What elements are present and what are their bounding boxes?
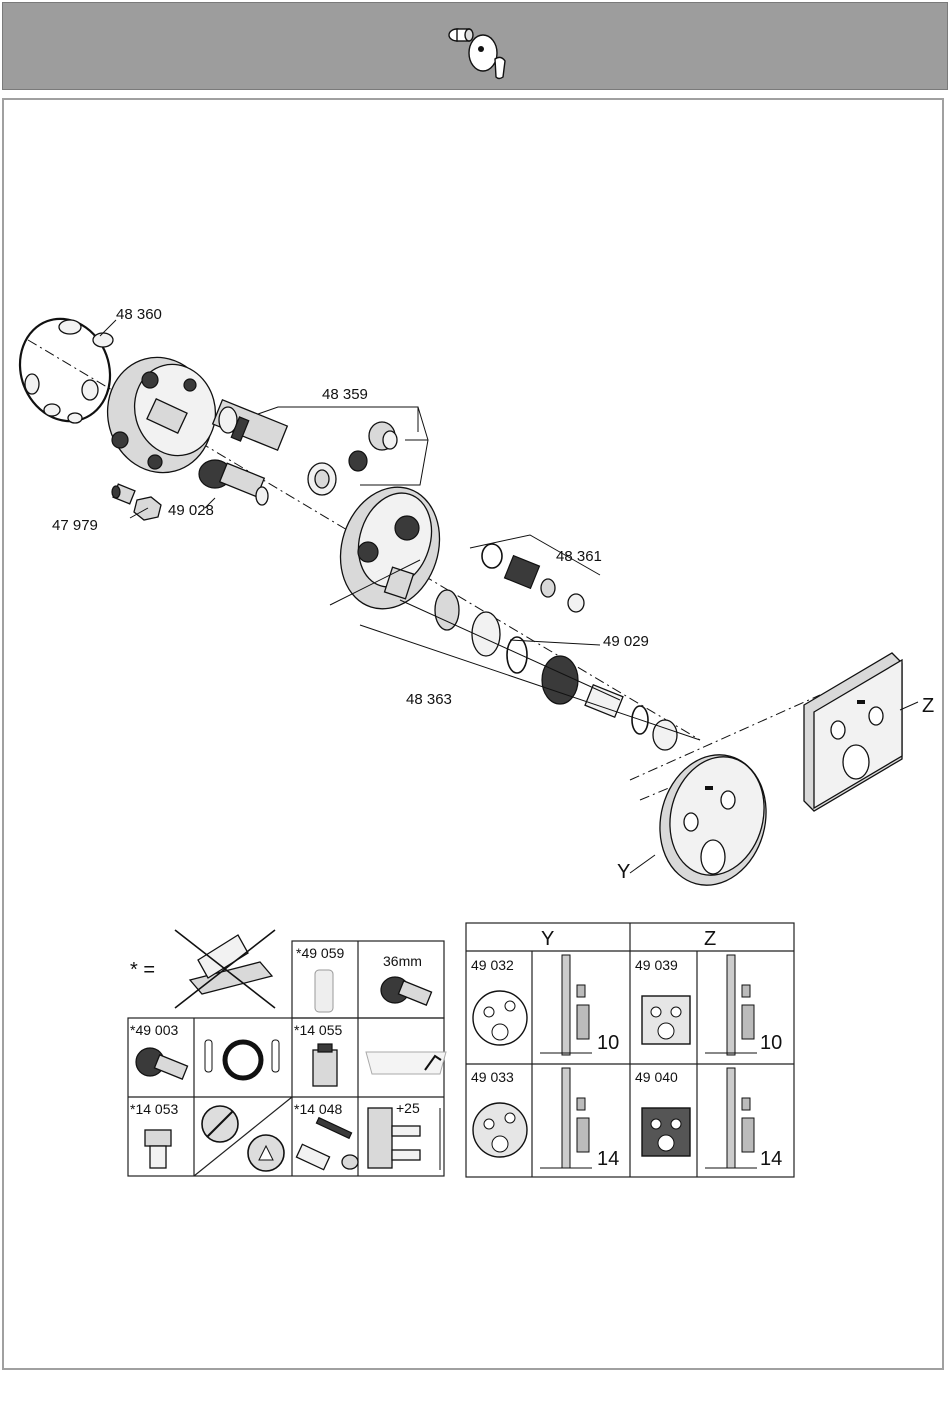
accessory-36mm: 36mm [383,953,422,969]
accessory-49003: *49 003 [130,1022,178,1038]
cartridge-49003-icon [136,1048,188,1079]
bathtub-icon [366,1052,446,1074]
square-trim-49039-icon [642,996,690,1044]
no-grohe-product-icon [175,930,275,1008]
depth-10-z: 10 [760,1032,782,1054]
accessory-14053: *14 053 [130,1101,178,1117]
label-49028: 49 028 [168,502,214,519]
valve-14055-icon [313,1044,337,1086]
label-48359: 48 359 [322,386,368,403]
label-48363: 48 363 [406,691,452,708]
accessory-table: * = *49 059 36mm *49 003 *14 055 *14 053… [128,930,446,1176]
depth-14-y: 14 [597,1148,619,1170]
wall-section-y-10 [540,955,592,1055]
sleeve-parts [435,590,677,750]
label-variant-z: Z [922,695,934,717]
seat-tool-icons [202,1106,284,1171]
accessory-14055: *14 055 [294,1022,342,1038]
trim-plate-round [646,743,781,897]
installation-depth-icon [368,1108,440,1170]
label-48360: 48 360 [116,306,162,323]
mounting-plate [325,474,455,622]
cartridge-36mm-icon [381,977,432,1005]
label-variant-y: Y [617,861,630,883]
accessory-14048: *14 048 [294,1101,342,1117]
wall-section-z-14 [705,1068,757,1168]
protective-cap-ring [6,306,124,434]
temperature-cycle-icon [205,1040,279,1078]
accessory-star-equals: * = [130,959,155,981]
flow-cartridge [199,460,268,505]
trim-column-z: Z [704,928,716,950]
square-trim-49040-icon [642,1108,690,1156]
trim-49032: 49 032 [471,957,514,973]
extension-set-icon [296,1118,358,1170]
label-49029: 49 029 [603,633,649,650]
round-trim-49032-icon [473,991,527,1045]
trim-49033: 49 033 [471,1069,514,1085]
depth-10-y: 10 [597,1032,619,1054]
valve-14053-icon [145,1130,171,1168]
label-47979: 47 979 [52,517,98,534]
label-48361: 48 361 [556,548,602,565]
accessory-49059: *49 059 [296,945,344,961]
trim-table: Y Z 49 032 49 039 49 033 49 040 10 10 14… [466,923,794,1177]
wall-section-y-14 [540,1068,592,1168]
depth-14-z: 14 [760,1148,782,1170]
accessory-plus25: +25 [396,1100,420,1116]
extension-sleeve-icon [315,970,333,1012]
adapter-parts [308,422,397,495]
trim-column-y: Y [541,928,554,950]
round-trim-49033-icon [473,1103,527,1157]
trim-49040: 49 040 [635,1069,678,1085]
wall-section-z-10 [705,955,757,1055]
trim-plate-square [804,653,902,811]
trim-49039: 49 039 [635,957,678,973]
